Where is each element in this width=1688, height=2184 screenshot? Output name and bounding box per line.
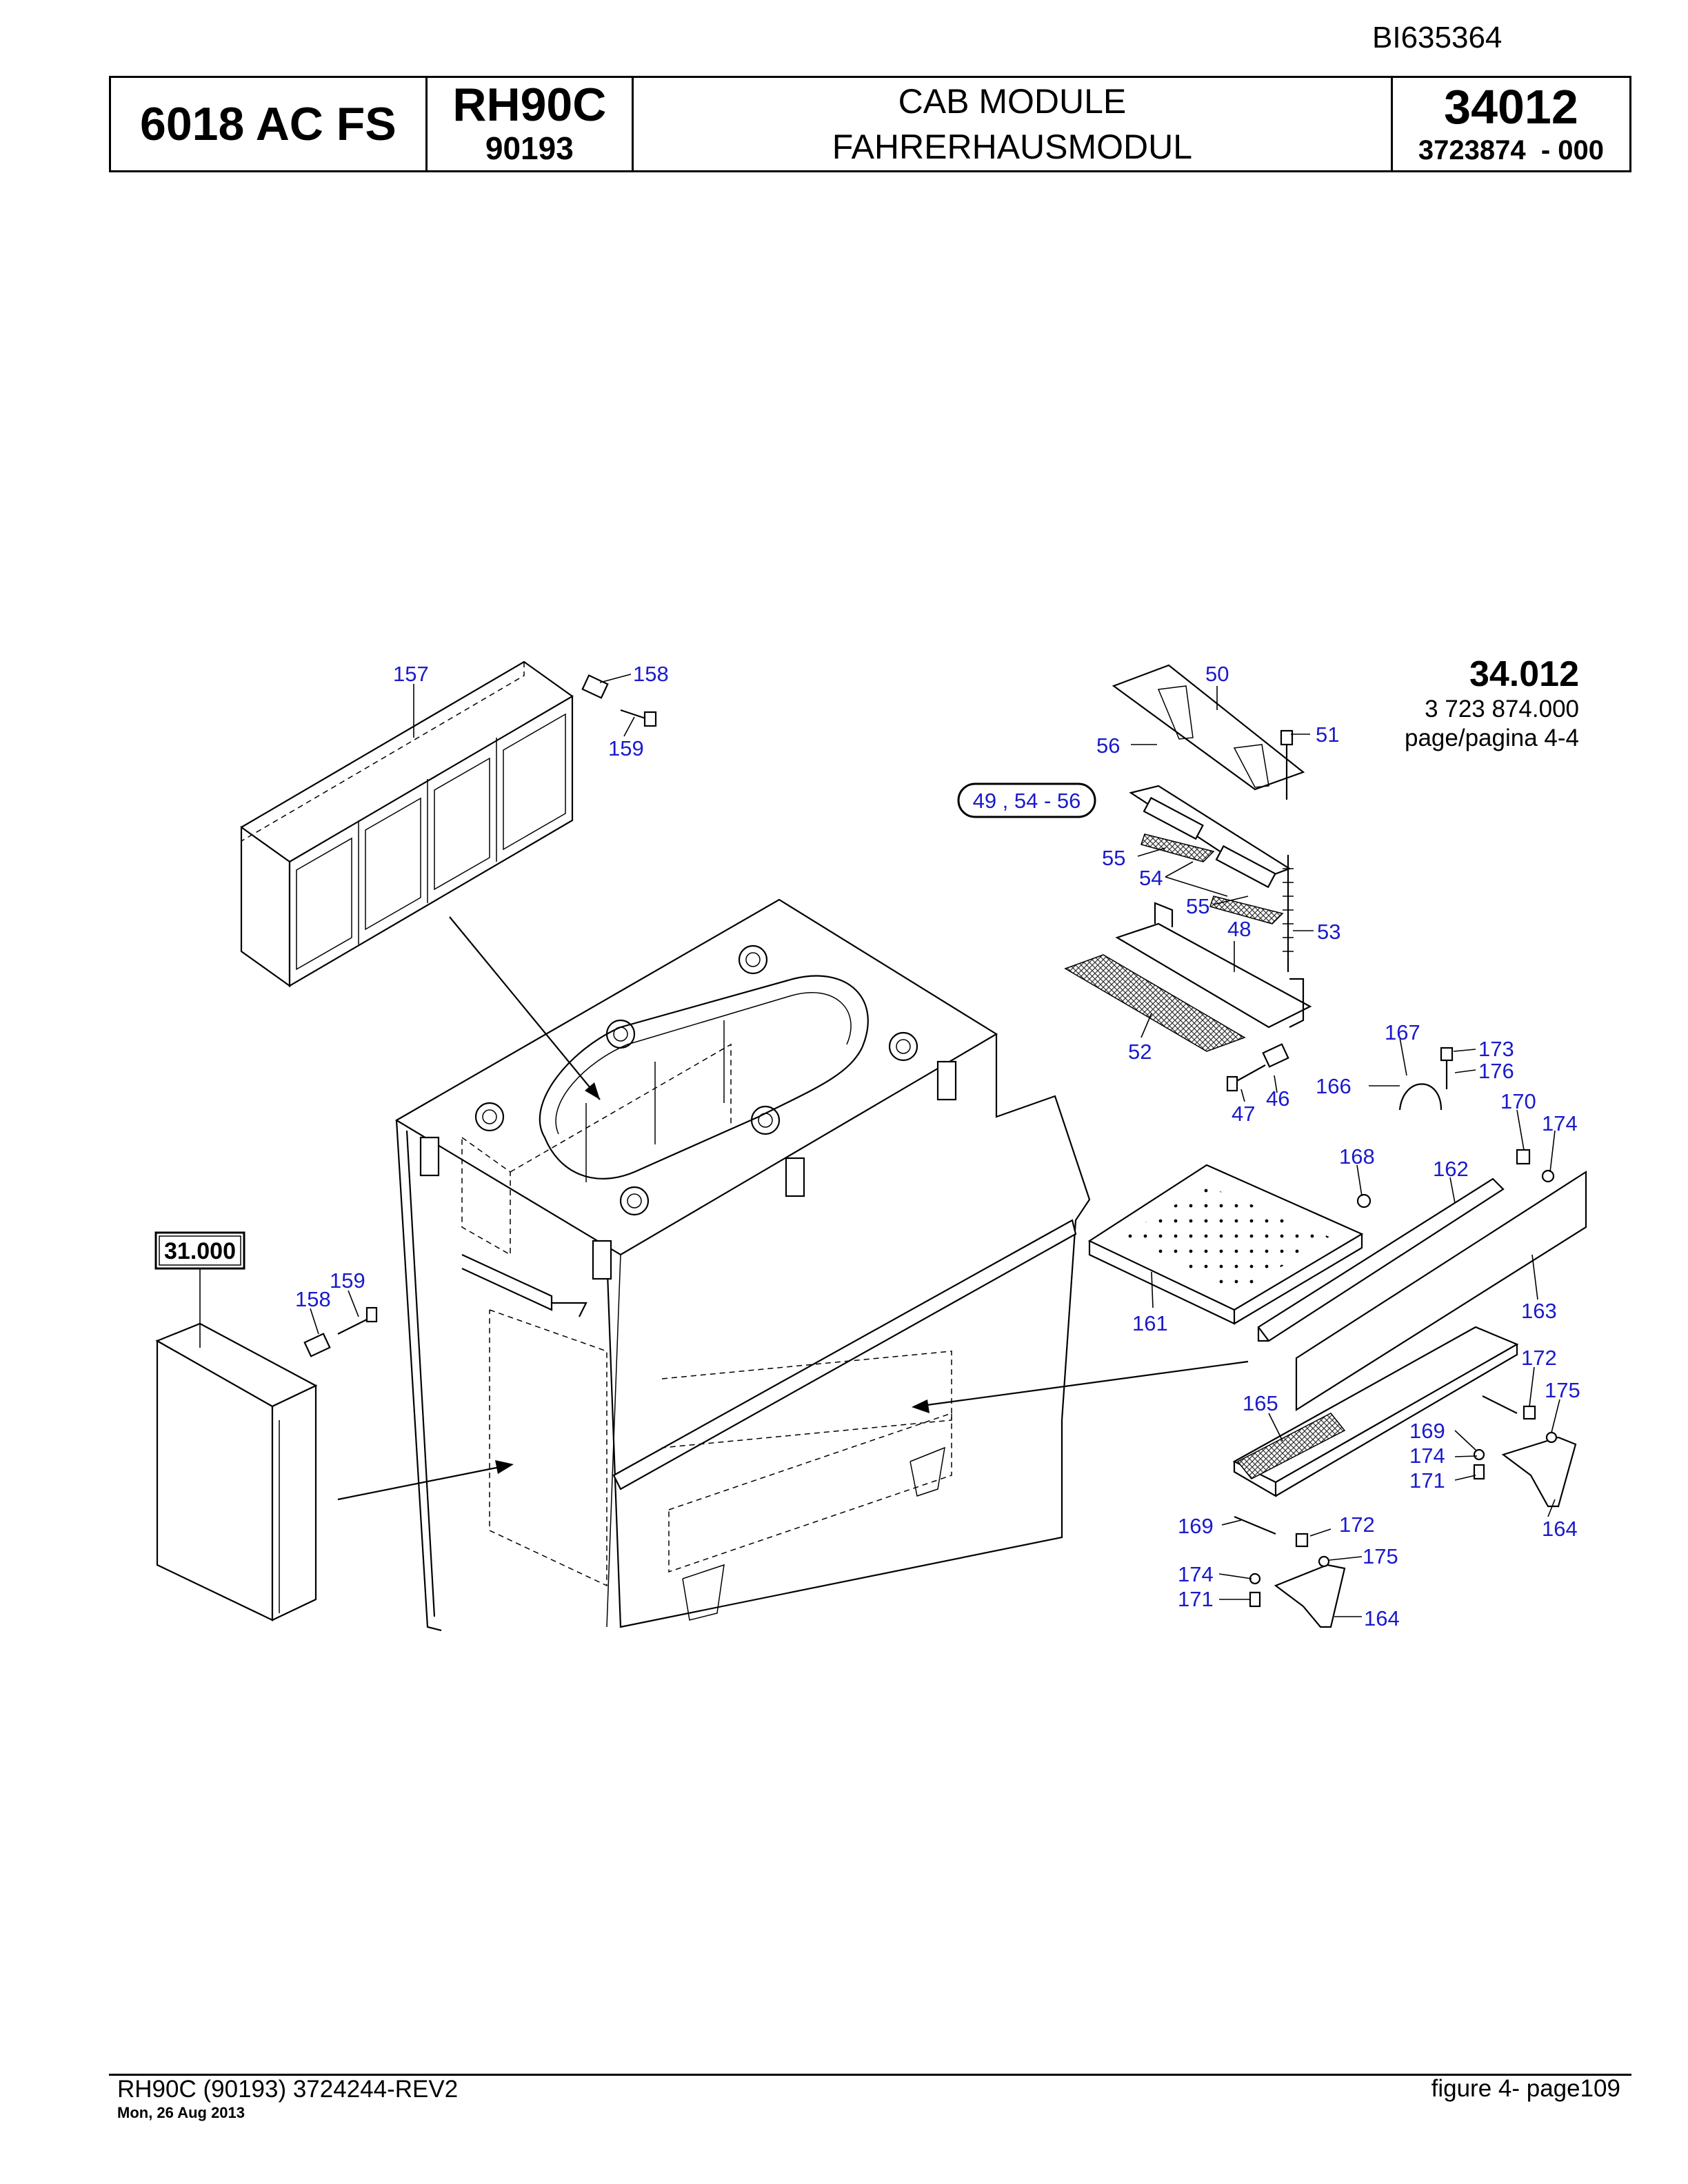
bracket-assembly (1064, 664, 1454, 1111)
callout-50: 50 (1205, 662, 1229, 686)
title-cell: CAB MODULE FAHRERHAUSMODUL (634, 78, 1393, 170)
callout-157: 157 (393, 662, 429, 686)
callout-159: 159 (330, 1268, 365, 1293)
callout-56: 56 (1096, 734, 1120, 758)
callout-174: 174 (1542, 1111, 1578, 1135)
callout-171: 171 (1409, 1468, 1445, 1493)
callout-162: 162 (1433, 1157, 1469, 1181)
part-number: 3723874 - 000 (1418, 135, 1605, 165)
title-english: CAB MODULE (898, 82, 1127, 121)
callout-172: 172 (1339, 1513, 1375, 1537)
title-block: 6018 AC FS RH90C 90193 CAB MODULE FAHRER… (109, 76, 1631, 172)
callout-163: 163 (1521, 1299, 1557, 1323)
callout-158: 158 (633, 662, 669, 686)
callout-176: 176 (1478, 1059, 1514, 1083)
callout-166: 166 (1316, 1074, 1352, 1098)
callout-174: 174 (1409, 1444, 1445, 1468)
detail-31-label: 31.000 (164, 1238, 236, 1264)
callout-164: 164 (1542, 1517, 1578, 1541)
figure-reference: 34.012 3 723 874.000 page/pagina 4-4 (1405, 654, 1579, 753)
upper-bolts (581, 674, 657, 727)
callout-172: 172 (1521, 1346, 1557, 1370)
callout-174: 174 (1178, 1562, 1214, 1586)
footer-page: figure 4- page109 (1431, 2075, 1620, 2102)
callout-171: 171 (1178, 1587, 1214, 1611)
machine-cell: 6018 AC FS (111, 78, 428, 170)
group-number: 34012 (1444, 80, 1578, 134)
callout-54: 54 (1139, 866, 1163, 890)
callout-47: 47 (1232, 1102, 1255, 1126)
group-note-label: 49 , 54 - 56 (973, 789, 1081, 813)
callout-169: 169 (1409, 1419, 1445, 1443)
assembly-arrows (337, 916, 1249, 1501)
side-bolts (303, 1306, 378, 1357)
group-cell: 34012 3723874 - 000 (1393, 78, 1629, 170)
callout-175: 175 (1545, 1378, 1580, 1402)
upper-cabinet (240, 660, 574, 988)
callout-170: 170 (1500, 1089, 1536, 1113)
figure-group: 34.012 (1469, 654, 1579, 694)
callout-55: 55 (1186, 894, 1209, 918)
callout-52: 52 (1128, 1040, 1152, 1064)
callout-173: 173 (1478, 1037, 1514, 1061)
callout-159: 159 (608, 736, 644, 760)
callout-158: 158 (295, 1287, 331, 1311)
callout-165: 165 (1243, 1391, 1278, 1415)
callout-48: 48 (1227, 917, 1251, 941)
callout-161: 161 (1132, 1311, 1168, 1335)
side-cabinet (155, 1322, 318, 1621)
footer-document: RH90C (90193) 3724244-REV2 (117, 2076, 459, 2103)
machine-name: 6018 AC FS (140, 98, 396, 150)
callout-175: 175 (1363, 1544, 1398, 1568)
callout-46: 46 (1266, 1086, 1289, 1111)
callout-167: 167 (1385, 1020, 1420, 1044)
step-assembly (1087, 1149, 1587, 1628)
model-name: RH90C (452, 79, 607, 131)
reference-boxes: 31.000 49 , 54 - 56 (154, 782, 1096, 1270)
callout-53: 53 (1317, 920, 1340, 944)
callout-168: 168 (1339, 1144, 1375, 1169)
footer-rule (109, 2074, 1631, 2076)
callout-55: 55 (1102, 846, 1125, 870)
model-cell: RH90C 90193 (428, 78, 634, 170)
figure-page: page/pagina 4-4 (1405, 725, 1579, 751)
callout-51: 51 (1316, 722, 1339, 747)
callout-164: 164 (1364, 1606, 1400, 1630)
figure-number: 3 723 874.000 (1425, 696, 1579, 722)
cab-body (394, 898, 1091, 1632)
callout-labels: 157 158 159 158 159 50 51 56 55 54 55 48… (295, 662, 1580, 1630)
title-german: FAHRERHAUSMODUL (832, 128, 1193, 166)
footer-date: Mon, 26 Aug 2013 (117, 2104, 245, 2121)
leader-lines (199, 674, 1560, 1617)
document-id: BI635364 (1372, 21, 1503, 54)
callout-169: 169 (1178, 1514, 1214, 1538)
serial-number: 90193 (485, 130, 574, 166)
